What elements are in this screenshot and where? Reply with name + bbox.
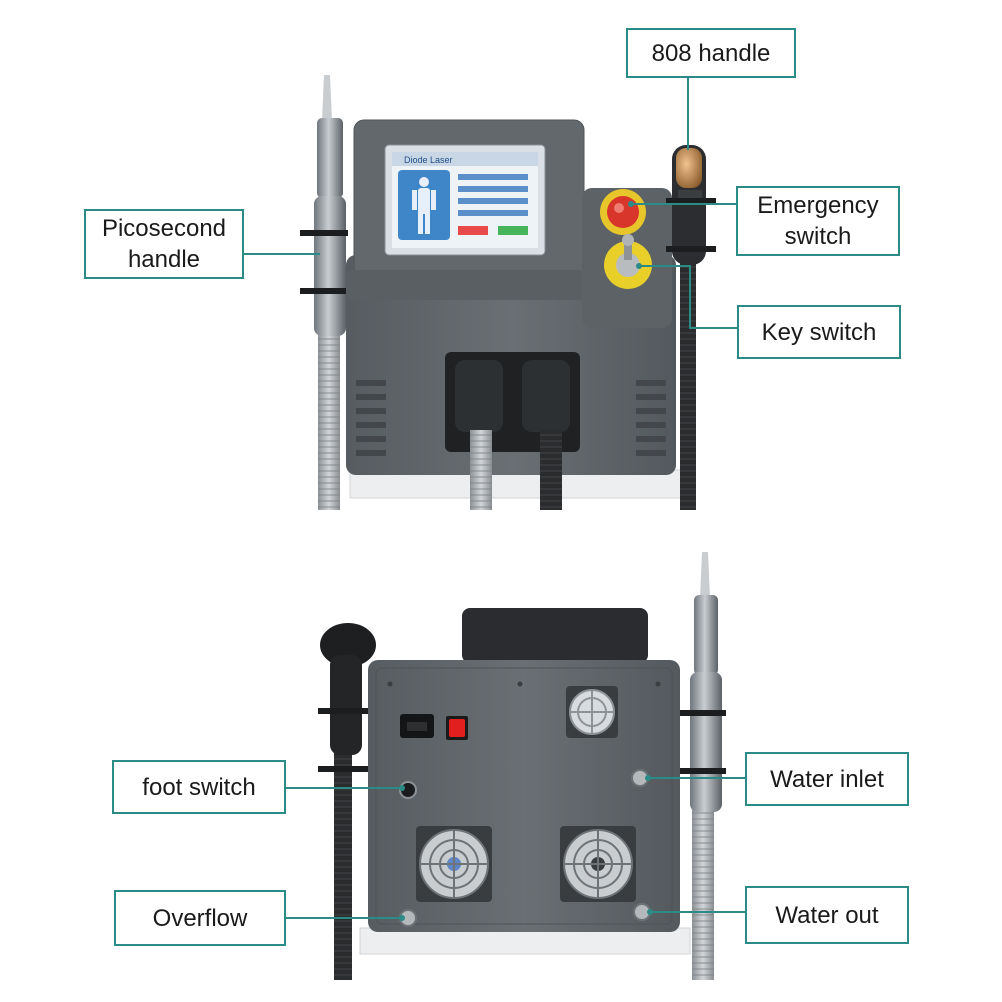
leader-key-switch-h2 bbox=[689, 327, 737, 329]
picosecond-handle-rear bbox=[678, 552, 726, 980]
front-view: Diode Laser bbox=[300, 75, 716, 510]
leader-dot-foot-switch bbox=[399, 785, 405, 791]
leader-dot-water-inlet bbox=[645, 775, 651, 781]
power-socket-icon bbox=[400, 714, 434, 738]
rocker-switch-icon bbox=[446, 716, 468, 740]
key-switch-icon bbox=[604, 234, 652, 289]
leader-dot-key-switch bbox=[636, 263, 642, 269]
leader-dot-overflow bbox=[399, 915, 405, 921]
fan-icon bbox=[566, 686, 618, 738]
callout-808-handle: 808 handle bbox=[626, 28, 796, 78]
leader-emergency bbox=[632, 203, 736, 205]
callout-water-out: Water out bbox=[745, 886, 909, 944]
leader-water-inlet bbox=[648, 777, 746, 779]
leader-dot-water-out bbox=[647, 909, 653, 915]
callout-water-inlet: Water inlet bbox=[745, 752, 909, 806]
callout-picosecond-line2: handle bbox=[127, 246, 201, 273]
leader-water-out bbox=[650, 911, 746, 913]
body-silhouette-icon bbox=[398, 170, 450, 240]
leader-key-switch-h bbox=[640, 265, 690, 267]
fan-icon bbox=[560, 826, 636, 902]
handle-808-rear bbox=[318, 623, 376, 980]
rear-view bbox=[318, 552, 726, 980]
emergency-stop-icon bbox=[600, 189, 646, 235]
callout-picosecond-handle: Picosecond handle bbox=[84, 209, 244, 279]
picosecond-handle-front bbox=[300, 75, 348, 336]
callout-foot-switch-text: foot switch bbox=[142, 773, 256, 801]
callout-emergency-line2: switch bbox=[784, 223, 852, 250]
screen-header: Diode Laser bbox=[404, 155, 453, 165]
callout-emergency-switch: Emergency switch bbox=[736, 186, 900, 256]
handle-808-front bbox=[666, 145, 716, 265]
leader-overflow bbox=[284, 917, 402, 919]
fan-icon bbox=[416, 826, 492, 902]
callout-808-handle-text: 808 handle bbox=[651, 39, 771, 67]
callout-overflow: Overflow bbox=[114, 890, 286, 946]
leader-picosecond bbox=[244, 253, 320, 255]
leader-foot-switch bbox=[284, 787, 402, 789]
callout-key-switch-text: Key switch bbox=[761, 318, 877, 346]
leader-key-switch-v bbox=[689, 265, 691, 329]
callout-water-inlet-text: Water inlet bbox=[770, 765, 884, 793]
callout-overflow-text: Overflow bbox=[152, 904, 248, 932]
callout-key-switch: Key switch bbox=[737, 305, 901, 359]
callout-water-out-text: Water out bbox=[775, 901, 879, 929]
leader-808-handle bbox=[687, 78, 689, 150]
leader-dot-emergency bbox=[628, 201, 634, 207]
callout-picosecond-line1: Picosecond bbox=[101, 215, 227, 242]
callout-foot-switch: foot switch bbox=[112, 760, 286, 814]
callout-emergency-line1: Emergency bbox=[757, 192, 879, 219]
